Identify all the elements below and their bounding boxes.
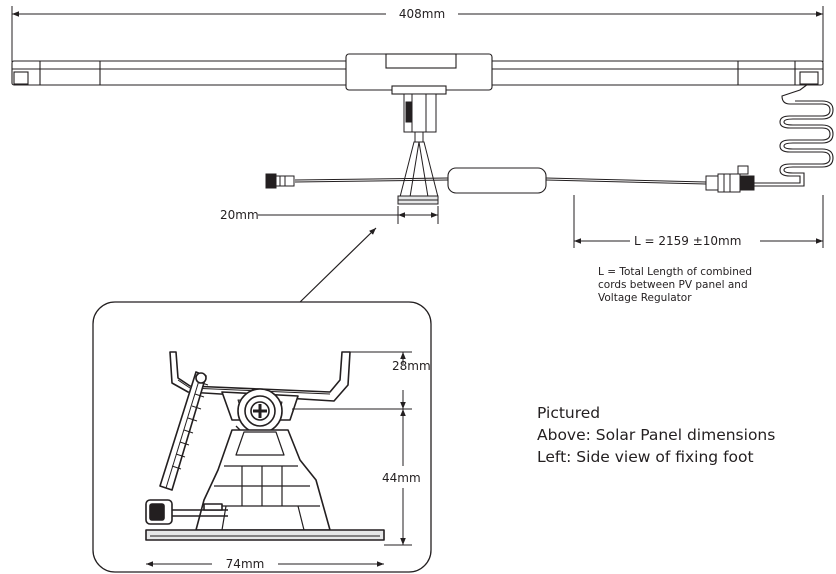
caption-line-above: Above: Solar Panel dimensions <box>537 426 776 444</box>
cord-note-line-1: L = Total Length of combined <box>598 266 752 278</box>
fixing-foot-front <box>397 141 439 205</box>
foot-height-dimension <box>292 351 412 546</box>
panel-width-label: 408mm <box>399 7 445 21</box>
panel-width-dimension <box>11 6 824 62</box>
caption: Pictured Above: Solar Panel dimensions L… <box>537 402 775 468</box>
detail-pointer-arrow <box>296 227 377 306</box>
solar-panel-profile <box>11 53 824 95</box>
cord-length-note: L = Total Length of combined cords betwe… <box>598 266 808 305</box>
left-connector <box>265 173 295 189</box>
right-connector <box>705 165 755 193</box>
foot-bottom-height-label: 44mm <box>382 471 421 485</box>
cord-note-line-2: cords between PV panel and <box>598 279 748 291</box>
foot-base-width-label: 74mm <box>226 557 265 571</box>
cord-note-line-3: Voltage Regulator <box>598 292 692 304</box>
coiled-cord <box>754 83 831 184</box>
foot-width-label: 20mm <box>220 208 259 222</box>
cord-length-label: L = 2159 ±10mm <box>634 234 741 248</box>
foot-width-dimension <box>258 206 439 224</box>
caption-line-left: Left: Side view of fixing foot <box>537 448 754 466</box>
inline-box <box>447 167 547 194</box>
cord-length-dimension <box>573 195 824 248</box>
fixing-foot-side <box>145 351 385 541</box>
cord <box>294 177 707 185</box>
foot-top-height-label: 28mm <box>392 359 431 373</box>
caption-heading: Pictured <box>537 404 601 422</box>
